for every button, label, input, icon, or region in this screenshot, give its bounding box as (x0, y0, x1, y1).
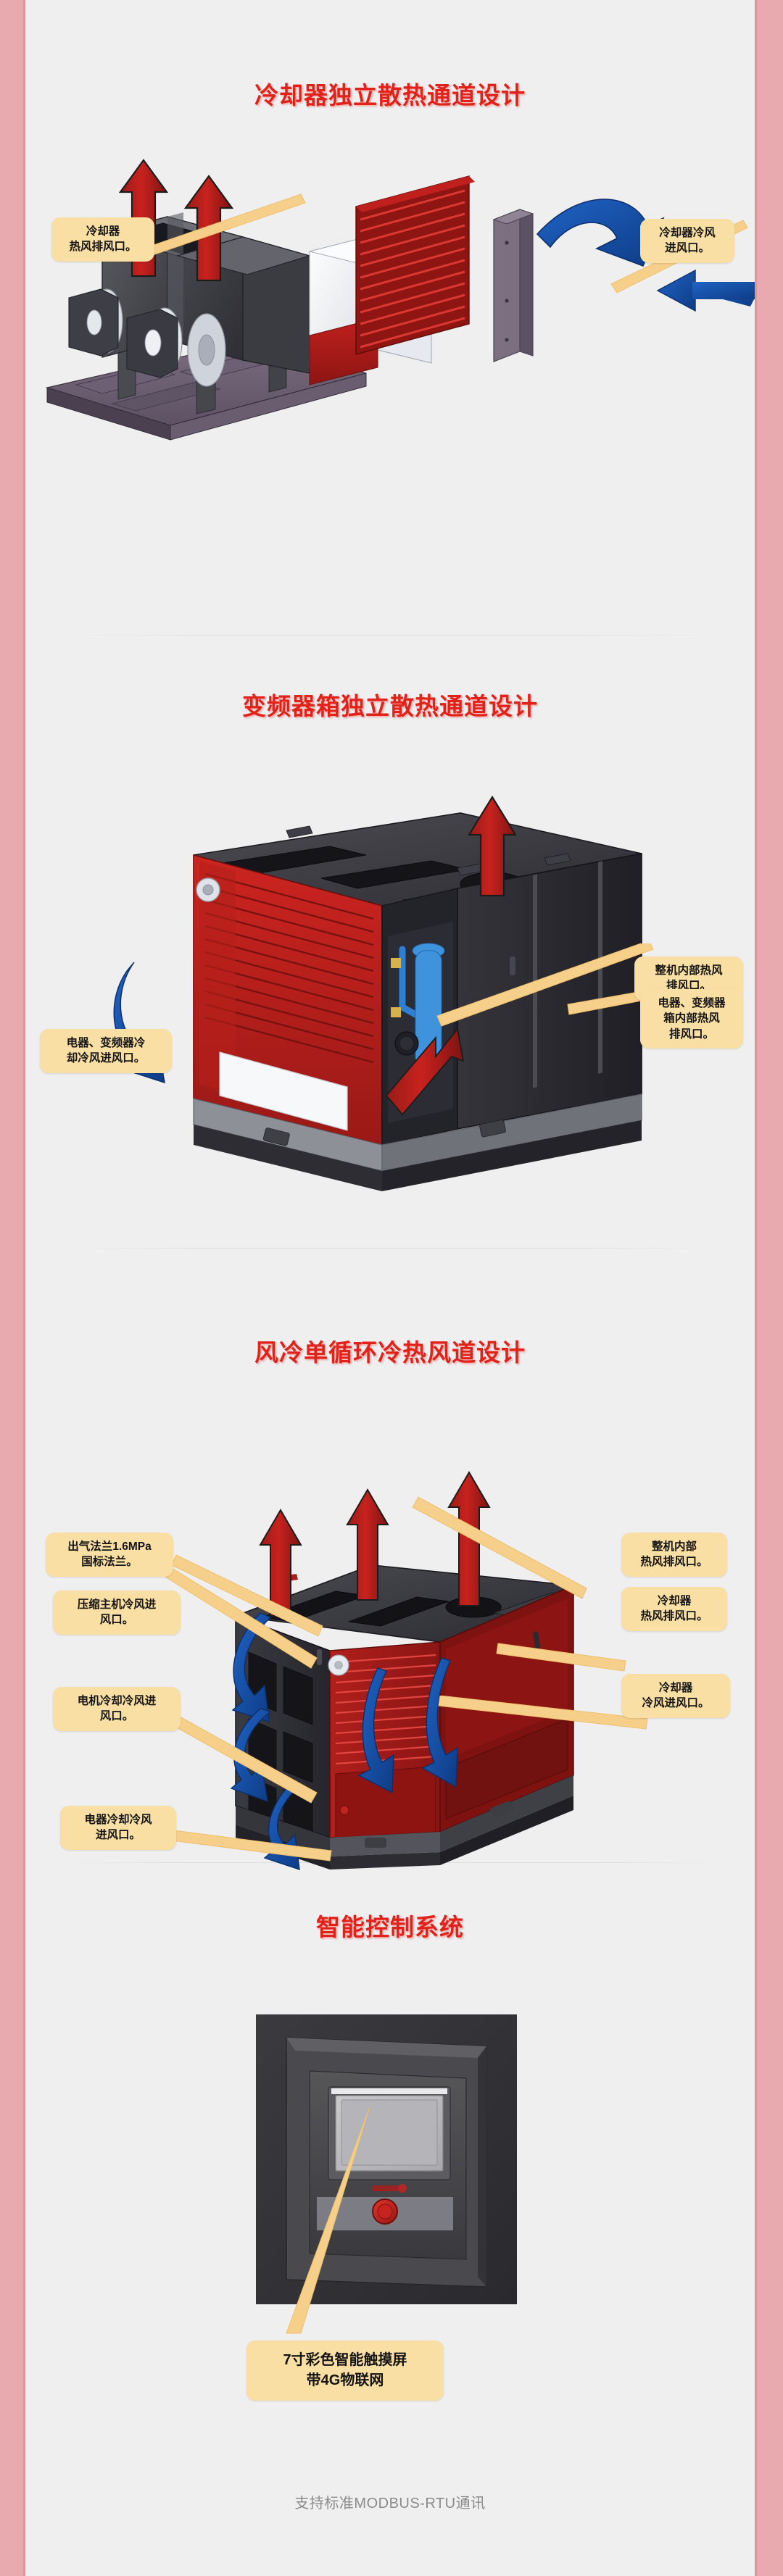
section-title-1: 冷却器独立散热通道设计 (254, 82, 526, 109)
inverter-cabinet-svg (113, 795, 642, 1191)
cabinet-base (193, 1093, 642, 1191)
cooler-assembly-svg (45, 159, 755, 441)
control-panel-svg (256, 2014, 517, 2304)
callout-electric-cool-intake: 电器冷却冷风 进风口。 (60, 1806, 176, 1850)
inverter-cabinet-illustration (25, 768, 755, 1232)
footer-note: 支持标准MODBUS-RTU通讯 (294, 2496, 486, 2512)
section-title-3: 风冷单循环冷热风道设计 (254, 1339, 526, 1366)
cooler-exploded-illustration (25, 156, 755, 489)
fan-shroud (187, 313, 226, 387)
fan-assembly-2 (126, 307, 183, 378)
section-divider-2 (62, 1248, 718, 1249)
callout-motor-cool-intake: 电机冷却冷风进 风口。 (53, 1687, 181, 1731)
cabinet-front-red (193, 854, 383, 1146)
callout-compressor-cool-intake: 压缩主机冷风进 风口。 (53, 1591, 181, 1635)
callout-cooler-cool-intake-3: 冷却器 冷风进风口。 (621, 1674, 730, 1718)
callout-cooler-cool-intake: 冷却器冷风 进风口。 (640, 219, 734, 263)
side-cover-plate (492, 209, 534, 362)
control-panel-illustration (256, 2014, 517, 2319)
section-air-cooled-single-cycle: 风冷单循环冷热风道设计 (25, 1268, 755, 1884)
section-smart-control-system: 智能控制系统 (25, 1884, 755, 2576)
cabinet-open-bay (381, 888, 458, 1146)
hot-air-arrow-bay (385, 1027, 465, 1116)
section-title-2: 变频器箱独立散热通道设计 (242, 693, 538, 720)
page-content-area: 冷却器独立散热通道设计 (23, 0, 757, 2576)
radiator-fin-panel (355, 175, 475, 355)
callout-cooler-hot-exhaust-3: 冷却器 热风排风口。 (621, 1587, 727, 1631)
callout-whole-machine-hot-exhaust-3: 整机内部 热风排风口。 (621, 1533, 727, 1577)
brand-logo (372, 2184, 407, 2193)
cabinet-front-3 (328, 1641, 441, 1838)
callout-cooler-hot-exhaust: 冷却器 热风排风口。 (51, 217, 154, 262)
hot-air-arrow-top (468, 795, 517, 897)
callout-electric-inverter-cool-intake: 电器、变频器冷 却冷风进风口。 (40, 1029, 172, 1073)
section-inverter-cabinet-airflow: 变频器箱独立散热通道设计 (25, 652, 755, 1268)
callout-outlet-flange: 出气法兰1.6MPa 国标法兰。 (46, 1533, 173, 1577)
cool-air-arrow-2 (656, 269, 755, 312)
callout-electric-inverter-hot-exhaust: 电器、变频器 箱内部热风 排风口。 (640, 989, 743, 1049)
section-title-4: 智能控制系统 (316, 1914, 464, 1941)
fan-assembly-1 (68, 288, 123, 357)
section-cooler-airflow: 冷却器独立散热通道设计 (25, 0, 755, 652)
callout-touchscreen-spec: 7寸彩色智能触摸屏 带4G物联网 (246, 2341, 444, 2401)
